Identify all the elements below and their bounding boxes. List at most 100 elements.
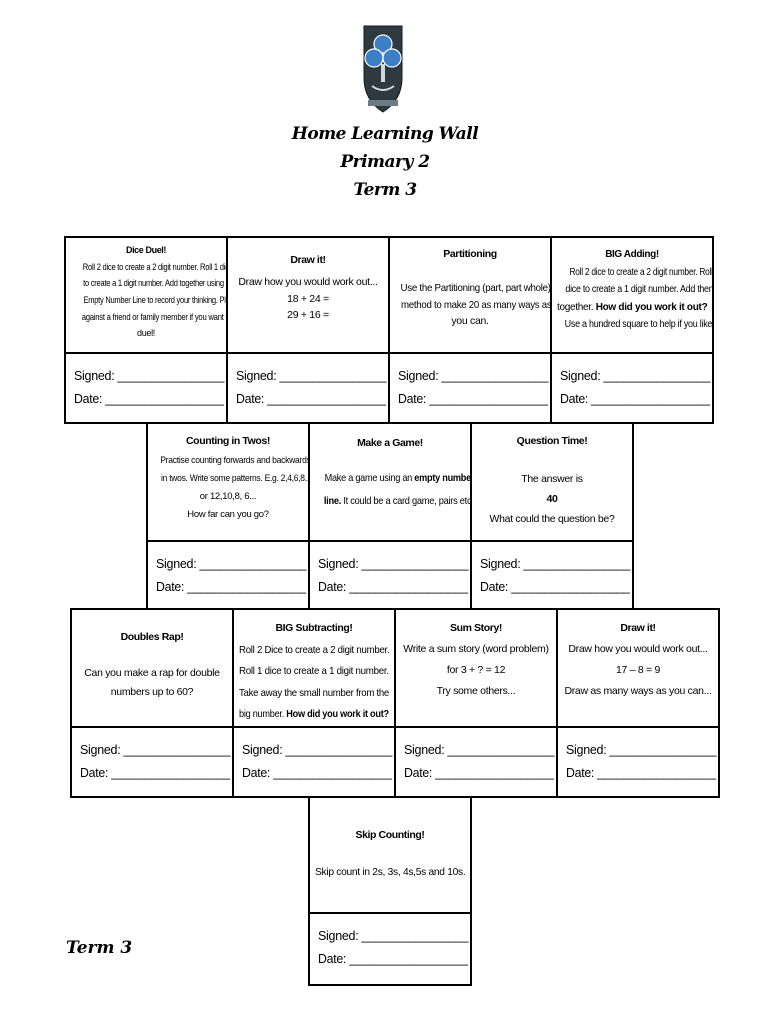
signature-box[interactable]: Signed: ________________ Date: _________…	[308, 540, 472, 610]
task-line: together. How did you work it out?	[557, 299, 708, 317]
signed-field: Signed: ________________	[318, 928, 469, 943]
signed-field: Signed: ________________	[404, 742, 555, 757]
task-line: What could the question be?	[489, 512, 615, 525]
signed-field: Signed: ________________	[480, 556, 631, 571]
task-line: 18 + 24 =	[287, 292, 329, 305]
date-field: Date: __________________	[80, 765, 230, 780]
task-text: It could be a card game, pairs etc.	[341, 495, 472, 508]
signed-field: Signed: ________________	[80, 742, 231, 757]
task-text: Make a game using an	[324, 472, 415, 485]
task-doubles-rap: Doubles Rap! Can you make a rap for doub…	[70, 608, 234, 728]
task-line: method to make 20 as many ways as	[400, 298, 552, 311]
task-line: to create a 1 digit number. Add together…	[83, 278, 228, 289]
task-sum-story: Sum Story! Write a sum story (word probl…	[394, 608, 558, 728]
task-title: Dice Duel!	[125, 245, 166, 255]
signature-box[interactable]: Signed: ________________ Date: _________…	[556, 726, 720, 798]
task-line: line. It could be a card game, pairs etc…	[323, 490, 470, 513]
task-big-subtracting: BIG Subtracting! Roll 2 Dice to create a…	[232, 608, 396, 728]
date-field: Date: __________________	[236, 391, 386, 406]
task-line: Skip count in 2s, 3s, 4s,5s and 10s.	[315, 865, 466, 878]
date-field: Date: __________________	[398, 391, 548, 406]
page-title: Home Learning Wall	[291, 124, 479, 144]
date-field: Date: __________________	[318, 579, 468, 594]
signature-box[interactable]: Signed: ________________ Date: _________…	[394, 726, 558, 798]
term-footer-label: Term 3	[66, 938, 133, 958]
task-make-game: Make a Game! Make a game using an empty …	[308, 422, 472, 542]
signed-field: Signed: ________________	[318, 556, 469, 571]
date-field: Date: __________________	[480, 579, 630, 594]
task-line: Empty Number Line to record your thinkin…	[83, 294, 228, 305]
task-line: numbers up to 60?	[110, 685, 194, 698]
task-line: Write a sum story (word problem)	[403, 643, 549, 655]
task-title: Draw it!	[620, 622, 656, 634]
task-title: BIG Adding!	[605, 249, 659, 260]
task-line: Practise counting forwards and backwards	[160, 454, 310, 466]
task-line: How far can you go?	[187, 509, 269, 521]
task-text: together.	[557, 301, 596, 313]
task-line: Roll 2 Dice to create a 2 digit number.	[239, 643, 390, 656]
task-line: Make a game using an empty number	[324, 467, 470, 490]
task-line: 17 – 8 = 9	[616, 664, 660, 676]
task-partitioning: Partitioning Use the Partitioning (part,…	[388, 236, 552, 354]
date-field: Date: __________________	[156, 579, 306, 594]
task-line: big number. How did you work it out?	[239, 704, 389, 726]
task-line: for 3 + ? = 12	[446, 664, 506, 676]
school-crest-logo	[363, 25, 403, 113]
task-line: Use a hundred square to help if you like…	[564, 319, 714, 330]
signed-field: Signed: ________________	[74, 368, 225, 383]
task-line: duel!	[136, 328, 156, 339]
task-line: you can.	[451, 314, 489, 327]
task-title: Partitioning	[443, 248, 497, 260]
task-line: Use the Partitioning (part, part whole)	[400, 282, 551, 295]
task-dice-duel: Dice Duel! Roll 2 dice to create a 2 dig…	[64, 236, 228, 354]
task-draw-it-1: Draw it! Draw how you would work out... …	[226, 236, 390, 354]
signature-box[interactable]: Signed: ________________ Date: _________…	[64, 352, 228, 424]
task-skip-counting: Skip Counting! Skip count in 2s, 3s, 4s,…	[308, 796, 472, 914]
signed-field: Signed: ________________	[156, 556, 307, 571]
task-big-adding: BIG Adding! Roll 2 dice to create a 2 di…	[550, 236, 714, 354]
task-line: Draw how you would work out...	[568, 643, 708, 655]
signed-field: Signed: ________________	[566, 742, 717, 757]
task-text: big number.	[239, 708, 287, 721]
signed-field: Signed: ________________	[236, 368, 387, 383]
task-title: BIG Subtracting!	[275, 622, 353, 634]
task-line: Draw as many ways as you can...	[564, 685, 712, 697]
signature-box[interactable]: Signed: ________________ Date: _________…	[470, 540, 634, 610]
signature-box[interactable]: Signed: ________________ Date: _________…	[388, 352, 552, 424]
task-line: The answer is	[521, 472, 583, 485]
date-field: Date: __________________	[560, 391, 710, 406]
date-field: Date: __________________	[318, 951, 468, 966]
task-line: Roll 2 dice to create a 2 digit number. …	[82, 261, 228, 272]
task-line: Draw how you would work out...	[238, 276, 378, 289]
signature-box[interactable]: Signed: ________________ Date: _________…	[232, 726, 396, 798]
task-line: or 12,10,8, 6...	[199, 491, 257, 503]
task-title: Make a Game!	[357, 437, 423, 449]
page-term: Term 3	[353, 180, 417, 200]
signature-box[interactable]: Signed: ________________ Date: _________…	[308, 912, 472, 986]
task-title: Skip Counting!	[355, 829, 425, 841]
signature-box[interactable]: Signed: ________________ Date: _________…	[146, 540, 310, 610]
date-field: Date: __________________	[566, 765, 716, 780]
date-field: Date: __________________	[404, 765, 554, 780]
signature-box[interactable]: Signed: ________________ Date: _________…	[226, 352, 390, 424]
task-draw-it-2: Draw it! Draw how you would work out... …	[556, 608, 720, 728]
signed-field: Signed: ________________	[398, 368, 549, 383]
signature-box[interactable]: Signed: ________________ Date: _________…	[550, 352, 714, 424]
signed-field: Signed: ________________	[560, 368, 711, 383]
task-emphasis: empty number	[414, 472, 472, 485]
signature-box[interactable]: Signed: ________________ Date: _________…	[70, 726, 234, 798]
task-title: Question Time!	[516, 435, 588, 447]
task-line: dice to create a 1 digit number. Add the…	[565, 284, 714, 295]
task-emphasis: How did you work it out?	[286, 708, 389, 721]
task-emphasis: How did you work it out?	[595, 301, 708, 313]
task-line: in twos. Write some patterns. E.g. 2,4,6…	[161, 472, 310, 484]
task-emphasis: line.	[323, 495, 342, 508]
task-line: Roll 2 dice to create a 2 digit number. …	[569, 266, 714, 278]
task-title: Sum Story!	[449, 622, 502, 634]
task-line: 29 + 16 =	[287, 308, 329, 321]
task-question-time: Question Time! The answer is 40 What cou…	[470, 422, 634, 542]
task-line: Can you make a rap for double	[84, 667, 220, 680]
task-line: Try some others...	[436, 685, 516, 697]
task-line: Roll 1 dice to create a 1 digit number.	[239, 665, 389, 678]
signed-field: Signed: ________________	[242, 742, 393, 757]
